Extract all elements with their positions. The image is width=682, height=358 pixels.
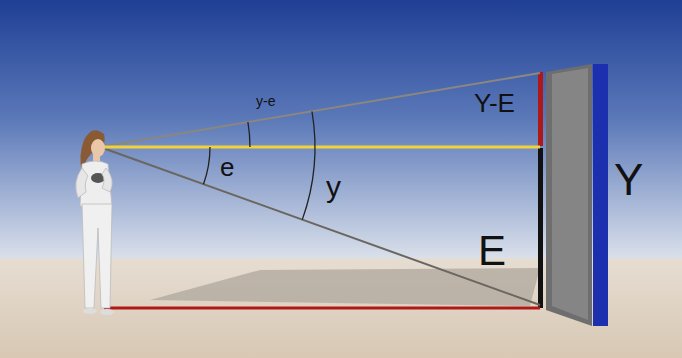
wall-face — [552, 68, 588, 320]
y-minus-e-bar — [538, 72, 543, 146]
angle-label: y — [326, 172, 341, 202]
bottom-sight-line — [100, 147, 540, 305]
height-label: E — [478, 230, 506, 272]
height-label: Y-E — [474, 90, 515, 116]
ground-line — [104, 307, 540, 310]
angle-label: e — [220, 154, 234, 180]
y-bar — [593, 64, 608, 326]
angle-arc-e — [204, 147, 211, 184]
e-bar — [538, 148, 543, 308]
top-sight-line — [100, 73, 540, 147]
wall-shadow — [150, 268, 540, 306]
angle-label: y-e — [256, 94, 275, 108]
angle-arc-y-e — [248, 122, 250, 147]
angle-arc-y — [302, 112, 315, 220]
eye-level-line — [100, 146, 540, 149]
woman-figure — [76, 130, 114, 315]
height-label: Y — [614, 158, 643, 202]
wall-panel — [546, 64, 592, 326]
